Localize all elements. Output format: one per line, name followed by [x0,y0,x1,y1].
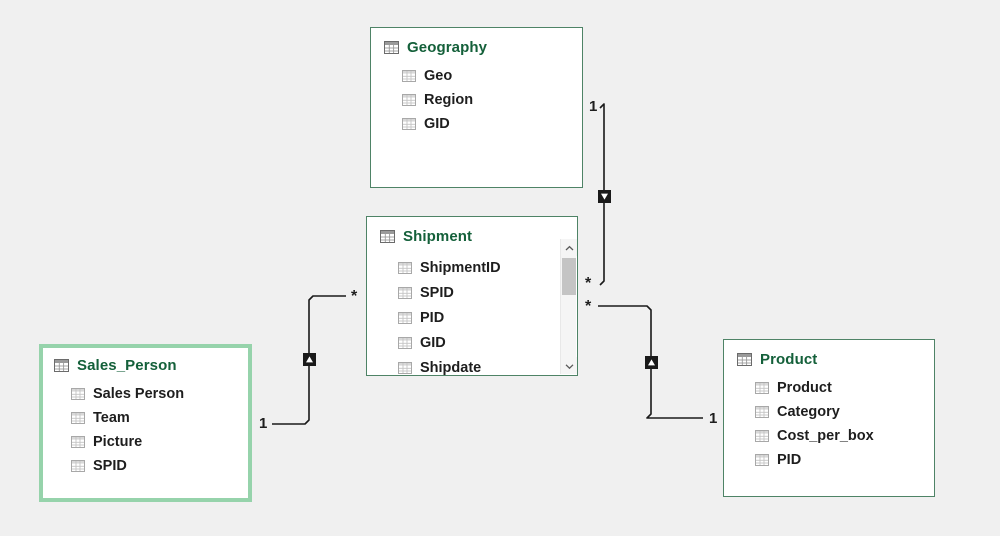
field-table-icon [755,429,769,443]
filter-arrow-up-icon [647,354,656,372]
field-row[interactable]: SPID [398,280,577,305]
field-table-icon [402,117,416,131]
field-label: Category [777,404,840,420]
field-label: Shipdate [420,359,482,376]
table-header-product: Product [737,349,817,369]
scrollbar-down-button[interactable] [561,357,577,374]
field-table-icon [755,453,769,467]
table-card-sales-person[interactable]: Sales_Person Sales Person [39,344,252,502]
field-table-icon [755,381,769,395]
field-label: Team [93,410,130,426]
table-icon [54,358,69,373]
field-row[interactable]: PID [755,448,934,472]
table-card-geography[interactable]: Geography Geo [370,27,583,188]
field-table-icon [398,261,412,275]
filter-direction-marker-salesperson-shipment[interactable] [303,353,316,366]
table-title: Product [760,350,818,368]
cardinality-label-product-one: 1 [709,410,718,427]
scrollbar-thumb[interactable] [562,258,576,295]
table-card-shipment[interactable]: Shipment ShipmentID [366,216,578,376]
field-label: ShipmentID [420,259,501,276]
field-table-icon [398,311,412,325]
field-row[interactable]: Team [71,406,247,430]
field-label: Cost_per_box [777,428,874,444]
table-title: Sales_Person [77,356,177,374]
field-row[interactable]: Geo [402,64,582,88]
field-list-product: Product Category [755,376,934,472]
table-inner-geography: Geography Geo [371,28,582,187]
field-list-sales-person: Sales Person Team [71,382,247,478]
field-row[interactable]: Shipdate [398,355,577,380]
field-label: SPID [420,284,454,301]
field-row[interactable]: Category [755,400,934,424]
field-row[interactable]: Product [755,376,934,400]
table-header-geography: Geography [384,37,487,57]
field-row[interactable]: GID [402,112,582,136]
table-card-product[interactable]: Product Product [723,339,935,497]
field-label: PID [777,452,802,468]
field-row[interactable]: ShipmentID [398,255,577,280]
chevron-up-icon [565,239,574,257]
scrollbar-up-button[interactable] [561,239,577,256]
filter-direction-marker-geography-shipment[interactable] [598,190,611,203]
field-row[interactable]: PID [398,305,577,330]
table-icon [384,40,399,55]
cardinality-label-shipment-many-bottom: * [585,298,592,315]
filter-direction-marker-shipment-product[interactable] [645,356,658,369]
table-header-shipment: Shipment [380,226,472,246]
cardinality-label-geography-one: 1 [589,98,598,115]
field-label: GID [420,334,446,351]
field-label: PID [420,309,445,326]
field-label: Sales Person [93,386,185,402]
field-table-icon [402,93,416,107]
cardinality-label-shipment-many-top: * [585,275,592,292]
cardinality-label-salesperson-one: 1 [259,415,268,432]
table-title: Geography [407,38,488,56]
field-table-icon [402,69,416,83]
field-table-icon [398,286,412,300]
table-header-sales-person: Sales_Person [54,355,177,375]
field-row[interactable]: Picture [71,430,247,454]
field-table-icon [71,387,85,401]
table-icon [737,352,752,367]
table-icon [380,229,395,244]
cardinality-label-shipment-many-left: * [351,288,358,305]
field-row[interactable]: SPID [71,454,247,478]
field-row[interactable]: GID [398,330,577,355]
field-table-icon [398,336,412,350]
field-table-icon [71,435,85,449]
field-list-scrollbar[interactable] [560,239,577,374]
table-inner-shipment: Shipment ShipmentID [367,217,577,376]
field-label: SPID [93,458,127,474]
field-label: Picture [93,434,143,450]
table-inner-product: Product Product [724,340,934,496]
field-table-icon [755,405,769,419]
filter-arrow-up-icon [305,351,314,369]
filter-arrow-down-icon [600,188,609,206]
table-title: Shipment [403,227,473,245]
field-table-icon [398,361,412,375]
field-list-geography: Geo Region [402,64,582,136]
field-label: Product [777,380,832,396]
field-row[interactable]: Region [402,88,582,112]
field-label: Geo [424,68,453,84]
field-row[interactable]: Sales Person [71,382,247,406]
field-table-icon [71,459,85,473]
table-inner-sales-person: Sales_Person Sales Person [43,348,248,498]
field-label: GID [424,116,450,132]
chevron-down-icon [565,357,574,375]
field-label: Region [424,92,474,108]
field-table-icon [71,411,85,425]
field-list-shipment: ShipmentID SPID [398,255,577,380]
field-row[interactable]: Cost_per_box [755,424,934,448]
